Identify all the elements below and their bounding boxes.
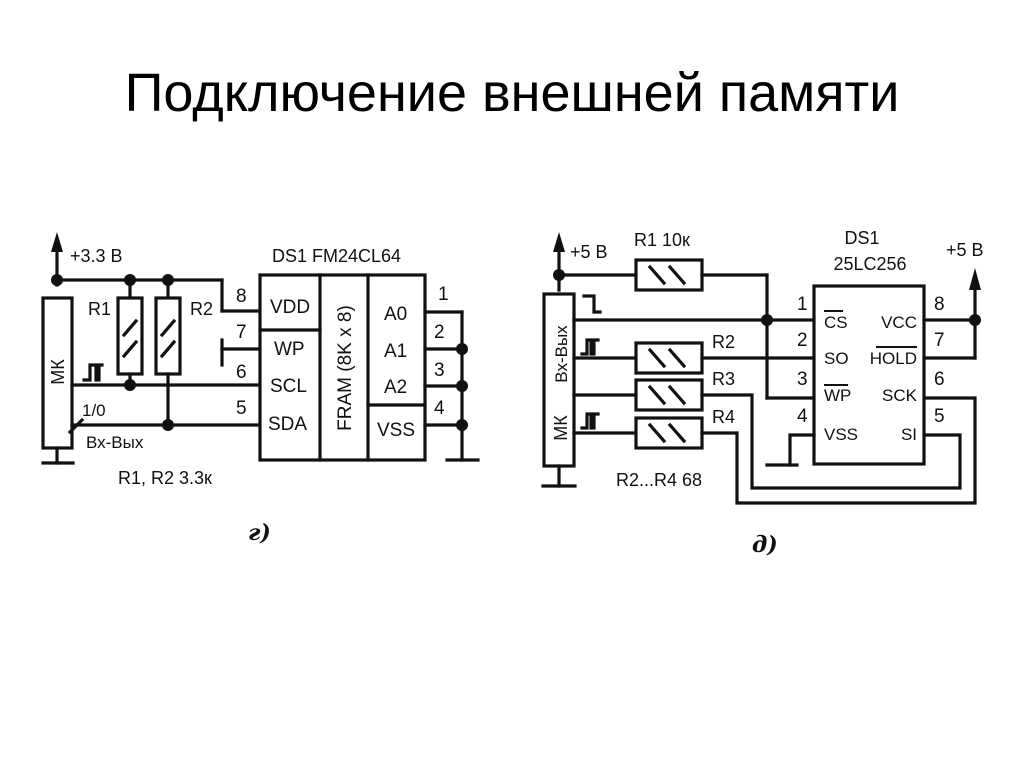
pulse-icon xyxy=(580,338,600,356)
mcu-label: МК xyxy=(551,415,571,441)
resistor-r2 xyxy=(634,341,704,375)
pin-name: VSS xyxy=(824,425,858,444)
pin-number: 4 xyxy=(797,406,808,427)
junction xyxy=(969,314,981,326)
pin-name: CS xyxy=(824,313,848,332)
supply-label-right: +5 В xyxy=(946,240,984,260)
pin-name: SDA xyxy=(268,414,307,435)
resistor-r4 xyxy=(634,416,704,450)
chip-name: DS1 xyxy=(844,228,879,248)
pin-number: 4 xyxy=(434,398,445,419)
pin-name: WP xyxy=(274,339,305,360)
chip-25lc256 xyxy=(812,284,926,466)
junction xyxy=(456,380,468,392)
pin-number: 5 xyxy=(934,406,945,427)
junction xyxy=(51,274,63,286)
r4-label: R4 xyxy=(712,407,735,427)
pin-number: 3 xyxy=(434,360,445,381)
pin-number: 2 xyxy=(434,322,445,343)
pin-name: VSS xyxy=(377,420,415,441)
pin-number: 8 xyxy=(236,286,247,307)
pin-number: 2 xyxy=(797,330,808,351)
slide-title: Подключение внешней памяти xyxy=(124,63,900,123)
pin-name: HOLD xyxy=(870,349,917,368)
supply-arrow-icon xyxy=(969,268,981,290)
pin-name: WP xyxy=(824,386,851,405)
pin-name: A2 xyxy=(384,377,407,398)
supply-label: +3.3 В xyxy=(70,246,123,266)
diagram-g: +3.3 В МК R1 R2 1/0 Вх-Вых xyxy=(41,232,480,546)
resistor-r1 xyxy=(116,296,144,376)
pin-number: 3 xyxy=(797,369,808,390)
pin-name: A0 xyxy=(384,304,407,325)
pin-number: 1 xyxy=(438,284,449,305)
r2-label: R2 xyxy=(712,332,735,352)
pin-number: 7 xyxy=(236,322,247,343)
pulse-icon xyxy=(82,363,104,382)
pin-number: 7 xyxy=(934,330,945,351)
pin-name: VDD xyxy=(270,297,310,318)
mcu-label: МК xyxy=(48,359,68,385)
resistor-note: R2...R4 68 xyxy=(616,470,702,490)
junction xyxy=(162,419,174,431)
r2-label: R2 xyxy=(190,299,213,319)
resistor-note: R1, R2 3.3к xyxy=(118,468,212,488)
pin-number: 6 xyxy=(934,369,945,390)
mcu-block xyxy=(41,296,74,450)
r3-label: R3 xyxy=(712,369,735,389)
resistor-r3 xyxy=(634,378,704,412)
pin-name: VCC xyxy=(881,313,917,332)
chip-part: 25LC256 xyxy=(833,254,906,274)
io-label: Вх-Вых xyxy=(552,325,571,383)
junction xyxy=(456,419,468,431)
pin-number: 5 xyxy=(236,398,247,419)
r1-label: R1 xyxy=(88,299,111,319)
supply-arrow-icon xyxy=(553,232,565,292)
pin-name: SI xyxy=(901,425,917,444)
pin-name: SCK xyxy=(882,386,918,405)
diagram-caption: д) xyxy=(752,532,778,558)
pulse-icon xyxy=(580,412,600,430)
supply-label-left: +5 В xyxy=(570,242,608,262)
io-label: Вх-Вых xyxy=(86,433,144,452)
pin-number: 8 xyxy=(934,294,945,315)
pin-name: SO xyxy=(824,349,849,368)
pin-number: 1 xyxy=(797,294,808,315)
diagram-caption: г) xyxy=(248,520,271,546)
junction xyxy=(456,343,468,355)
mcu-block xyxy=(542,292,576,468)
diagram-d: +5 В R1 10к Вх-Вых МК R2 xyxy=(541,228,984,558)
step-icon xyxy=(582,294,602,314)
chip-type-label: FRAM (8K x 8) xyxy=(335,305,356,431)
pin-name: SCL xyxy=(270,376,307,397)
junction xyxy=(761,314,773,326)
resistor-r2 xyxy=(154,296,182,376)
chip-fm24cl64 xyxy=(258,273,427,462)
r1-label: R1 10к xyxy=(634,230,690,250)
io-state: 1/0 xyxy=(82,401,106,420)
chip-name: DS1 FM24CL64 xyxy=(272,246,401,266)
pin-number: 6 xyxy=(236,362,247,383)
pin-name: A1 xyxy=(384,341,407,362)
junction xyxy=(124,379,136,391)
resistor-r1 xyxy=(634,258,704,292)
